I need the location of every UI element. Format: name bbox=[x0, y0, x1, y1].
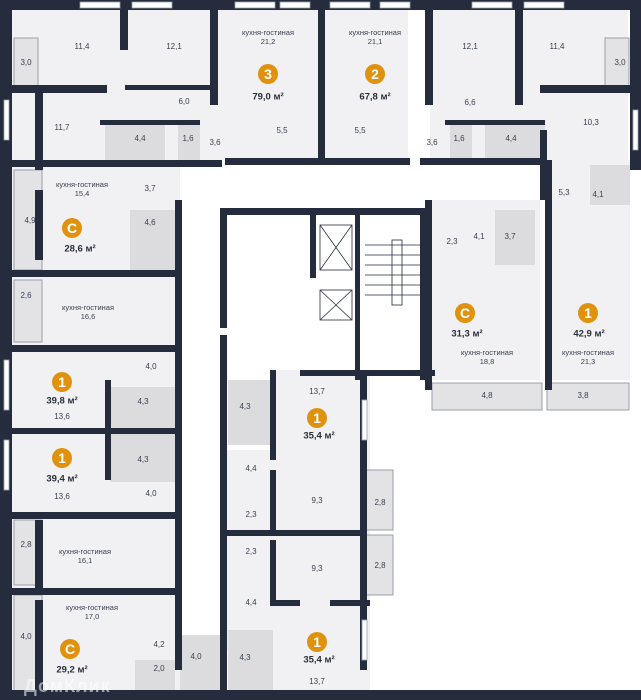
apartment-type-badge[interactable]: 1 bbox=[578, 303, 598, 323]
room-area-label: 5,5 bbox=[354, 126, 366, 136]
room-label-kitchen-living: кухня-гостиная 17,0 bbox=[65, 603, 119, 621]
room-area-label: 5,3 bbox=[558, 188, 570, 198]
apartment-type-badge[interactable]: 3 bbox=[258, 64, 278, 84]
room-area-label: 2,8 bbox=[374, 561, 386, 571]
apartment-total-area: 29,2 м² bbox=[56, 664, 88, 676]
room-area-label: 6,6 bbox=[464, 98, 476, 108]
apartment-type-badge[interactable]: С bbox=[62, 218, 82, 238]
room-area-label: 3,6 bbox=[209, 138, 221, 148]
room-area-label: 2,0 bbox=[153, 664, 165, 674]
apartment-type-badge[interactable]: С bbox=[455, 303, 475, 323]
room-fills bbox=[12, 10, 630, 700]
apartment-total-area: 28,6 м² bbox=[64, 243, 96, 255]
room-area-label: 4,4 bbox=[505, 134, 517, 144]
room-area-label: 6,0 bbox=[178, 97, 190, 107]
room-area-label: 4,3 bbox=[239, 653, 251, 663]
room-area-label: 12,1 bbox=[462, 42, 478, 52]
room-area-label: 3,6 bbox=[426, 138, 438, 148]
apartment-total-area: 39,8 м² bbox=[46, 395, 78, 407]
room-area-label: 4,3 bbox=[239, 402, 251, 412]
wet-zones bbox=[105, 122, 630, 697]
room-area-label: 12,1 bbox=[166, 42, 182, 52]
windows bbox=[3, 1, 639, 661]
apartment-type-badge[interactable]: 1 bbox=[52, 372, 72, 392]
apartment-total-area: 67,8 м² bbox=[359, 91, 391, 103]
room-area-label: 2,3 bbox=[446, 237, 458, 247]
room-area-label: 4,1 bbox=[473, 232, 485, 242]
apartment-type-badge[interactable]: 1 bbox=[307, 408, 327, 428]
room-area-label: 3,7 bbox=[504, 232, 516, 242]
room-label-kitchen-living: кухня-гостиная 21,1 bbox=[348, 28, 402, 46]
apartment-type-badge[interactable]: С bbox=[60, 639, 80, 659]
room-area-label: 13,6 bbox=[54, 412, 70, 422]
room-area-label: 3,0 bbox=[20, 58, 32, 68]
room-area-label: 4,0 bbox=[20, 632, 32, 642]
room-area-label: 4,8 bbox=[481, 391, 493, 401]
room-area-label: 9,3 bbox=[311, 564, 323, 574]
room-area-label: 4,6 bbox=[144, 218, 156, 228]
room-label-kitchen-living: кухня-гостиная 18,8 bbox=[460, 348, 514, 366]
apartment-type-badge[interactable]: 1 bbox=[52, 448, 72, 468]
room-area-label: 4,3 bbox=[137, 455, 149, 465]
room-area-label: 4,2 bbox=[153, 640, 165, 650]
room-area-label: 1,6 bbox=[453, 134, 465, 144]
room-area-label: 3,7 bbox=[144, 184, 156, 194]
room-area-label: 2,3 bbox=[245, 547, 257, 557]
room-label-kitchen-living: кухня-гостиная 21,3 bbox=[561, 348, 615, 366]
room-area-label: 3,8 bbox=[577, 391, 589, 401]
apartment-total-area: 79,0 м² bbox=[252, 91, 284, 103]
room-label-kitchen-living: кухня-гостиная 15,4 bbox=[55, 180, 109, 198]
room-area-label: 4,9 bbox=[24, 216, 36, 226]
apartment-total-area: 35,4 м² bbox=[303, 430, 335, 442]
room-area-label: 4,1 bbox=[592, 190, 604, 200]
room-area-label: 4,4 bbox=[245, 598, 257, 608]
room-area-label: 4,4 bbox=[245, 464, 257, 474]
room-area-label: 4,4 bbox=[134, 134, 146, 144]
room-area-label: 11,4 bbox=[74, 42, 90, 52]
room-area-label: 5,5 bbox=[276, 126, 288, 136]
watermark: ДомКлик bbox=[24, 676, 111, 696]
room-area-label: 4,0 bbox=[145, 362, 157, 372]
apartment-total-area: 31,3 м² bbox=[451, 328, 483, 340]
room-area-label: 4,0 bbox=[145, 489, 157, 499]
room-label-kitchen-living: кухня-гостиная 16,1 bbox=[58, 547, 112, 565]
room-area-label: 2,3 bbox=[245, 510, 257, 520]
apartment-total-area: 35,4 м² bbox=[303, 654, 335, 666]
room-area-label: 2,8 bbox=[374, 498, 386, 508]
apartment-total-area: 39,4 м² bbox=[46, 473, 78, 485]
room-area-label: 10,3 bbox=[583, 118, 599, 128]
stairwell bbox=[319, 224, 425, 321]
apartment-type-badge[interactable]: 1 bbox=[307, 632, 327, 652]
room-area-label: 11,7 bbox=[54, 123, 70, 133]
room-area-label: 2,8 bbox=[20, 540, 32, 550]
room-area-label: 13,7 bbox=[309, 387, 325, 397]
room-area-label: 4,3 bbox=[137, 397, 149, 407]
room-area-label: 3,0 bbox=[614, 58, 626, 68]
room-area-label: 11,4 bbox=[549, 42, 565, 52]
room-area-label: 2,6 bbox=[20, 291, 32, 301]
room-area-label: 13,6 bbox=[54, 492, 70, 502]
room-area-label: 1,6 bbox=[182, 134, 194, 144]
room-area-label: 4,0 bbox=[190, 652, 202, 662]
apartment-type-badge[interactable]: 2 bbox=[365, 64, 385, 84]
room-label-kitchen-living: кухня-гостиная 21,2 bbox=[241, 28, 295, 46]
room-area-label: 13,7 bbox=[309, 677, 325, 687]
room-area-label: 9,3 bbox=[311, 496, 323, 506]
room-label-kitchen-living: кухня-гостиная 16,6 bbox=[61, 303, 115, 321]
apartment-total-area: 42,9 м² bbox=[573, 328, 605, 340]
